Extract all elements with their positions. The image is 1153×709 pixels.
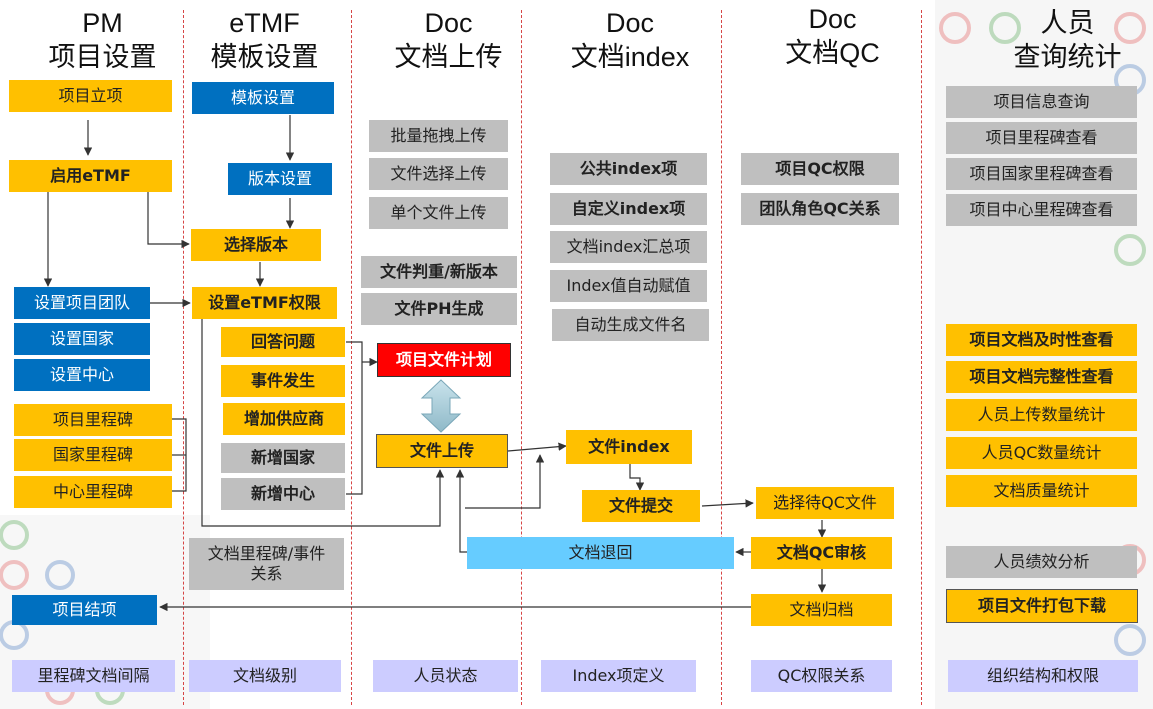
upload-stats-box[interactable]: 人员上传数量统计 [946,399,1137,431]
header-line2: 文档上传 [394,42,503,72]
auto-assign-box[interactable]: Index值自动赋值 [550,270,707,302]
qc-review-box[interactable]: 文档QC审核 [751,537,892,569]
header-line2: 文档index [570,42,690,72]
auto-filename-box[interactable]: 自动生成文件名 [552,309,709,341]
template-setup-box[interactable]: 模板设置 [192,82,334,114]
index-definition-box[interactable]: Index项定义 [541,660,696,692]
file-judge-box[interactable]: 文件判重/新版本 [361,256,517,288]
header-line1: Doc [808,4,857,34]
file-upload-box[interactable]: 文件上传 [376,434,508,468]
header-line2: 模板设置 [210,42,319,72]
header-qc: Doc 文档QC [760,2,905,70]
select-qc-file-box[interactable]: 选择待QC文件 [756,487,894,519]
version-setup-box[interactable]: 版本设置 [228,163,332,195]
completeness-view-box[interactable]: 项目文档完整性查看 [946,361,1137,393]
lane-divider [721,10,722,705]
single-file-upload-box[interactable]: 单个文件上传 [369,197,508,229]
header-line1: eTMF [229,8,300,38]
set-permission-box[interactable]: 设置eTMF权限 [192,287,337,319]
lane-divider [183,10,184,705]
arrow [629,464,645,491]
lane-divider [521,10,522,705]
project-milestone-box[interactable]: 项目里程碑 [14,404,172,436]
header-line1: 人员 [1040,8,1095,38]
project-info-query-box[interactable]: 项目信息查询 [946,86,1137,118]
qc-stats-box[interactable]: 人员QC数量统计 [946,437,1137,469]
ph-generate-box[interactable]: 文件PH生成 [361,293,517,325]
person-status-box[interactable]: 人员状态 [373,660,518,692]
header-index: Doc 文档index [550,6,710,74]
team-role-qc-box[interactable]: 团队角色QC关系 [741,193,899,225]
enable-etmf-box[interactable]: 启用eTMF [9,160,172,192]
double-arrow-icon [420,379,462,433]
project-setup-box[interactable]: 项目立项 [9,80,172,112]
answer-questions-box[interactable]: 回答问题 [221,327,345,357]
add-supplier-box[interactable]: 增加供应商 [223,403,345,435]
header-line1: Doc [424,8,473,38]
qc-relation-box[interactable]: QC权限关系 [751,660,892,692]
package-download-box[interactable]: 项目文件打包下载 [946,589,1138,623]
center-milestone-view-box[interactable]: 项目中心里程碑查看 [946,194,1137,226]
header-pm: PM 项目设置 [30,6,175,74]
lane-divider [921,10,922,705]
doc-return-box[interactable]: 文档退回 [467,537,734,569]
header-upload: Doc 文档上传 [376,6,521,74]
header-people: 人员 查询统计 [995,6,1140,74]
quality-stats-box[interactable]: 文档质量统计 [946,475,1137,507]
public-index-box[interactable]: 公共index项 [550,153,707,185]
arrow [465,454,545,509]
timeliness-view-box[interactable]: 项目文档及时性查看 [946,324,1137,356]
header-line2: 文档QC [785,38,880,68]
project-file-plan-box[interactable]: 项目文件计划 [377,343,511,377]
file-select-upload-box[interactable]: 文件选择上传 [369,158,508,190]
performance-analysis-box[interactable]: 人员绩效分析 [946,546,1137,578]
lane-divider [351,10,352,705]
header-line1: Doc [605,8,654,38]
batch-drag-upload-box[interactable]: 批量拖拽上传 [369,120,508,152]
header-line1: PM [82,8,123,38]
index-summary-box[interactable]: 文档index汇总项 [550,231,707,263]
country-milestone-box[interactable]: 国家里程碑 [14,439,172,471]
select-version-box[interactable]: 选择版本 [191,229,321,261]
event-occur-box[interactable]: 事件发生 [221,365,345,397]
file-index-box[interactable]: 文件index [566,430,692,464]
set-team-box[interactable]: 设置项目团队 [14,287,150,319]
project-milestone-view-box[interactable]: 项目里程碑查看 [946,122,1137,154]
set-country-box[interactable]: 设置国家 [14,323,150,355]
arrow [201,318,445,527]
arrow [147,192,190,249]
file-submit-box[interactable]: 文件提交 [582,490,700,522]
header-line2: 项目设置 [48,42,157,72]
org-permission-box[interactable]: 组织结构和权限 [948,660,1138,692]
add-center-box[interactable]: 新增中心 [221,478,345,510]
connector [346,341,363,495]
doc-archive-box[interactable]: 文档归档 [751,594,892,626]
add-country-box[interactable]: 新增国家 [221,443,345,473]
arrow [507,442,567,452]
doc-level-box[interactable]: 文档级别 [189,660,341,692]
set-center-box[interactable]: 设置中心 [14,359,150,391]
qc-permission-box[interactable]: 项目QC权限 [741,153,899,185]
arrow [701,499,754,508]
milestone-interval-box[interactable]: 里程碑文档间隔 [12,660,175,692]
arrow [455,469,467,553]
project-close-box[interactable]: 项目结项 [12,595,157,625]
country-milestone-view-box[interactable]: 项目国家里程碑查看 [946,158,1137,190]
milestone-event-box[interactable]: 文档里程碑/事件关系 [189,538,344,590]
header-etmf: eTMF 模板设置 [192,6,337,74]
center-milestone-box[interactable]: 中心里程碑 [14,476,172,508]
custom-index-box[interactable]: 自定义index项 [550,193,707,225]
header-line2: 查询统计 [1013,42,1122,72]
